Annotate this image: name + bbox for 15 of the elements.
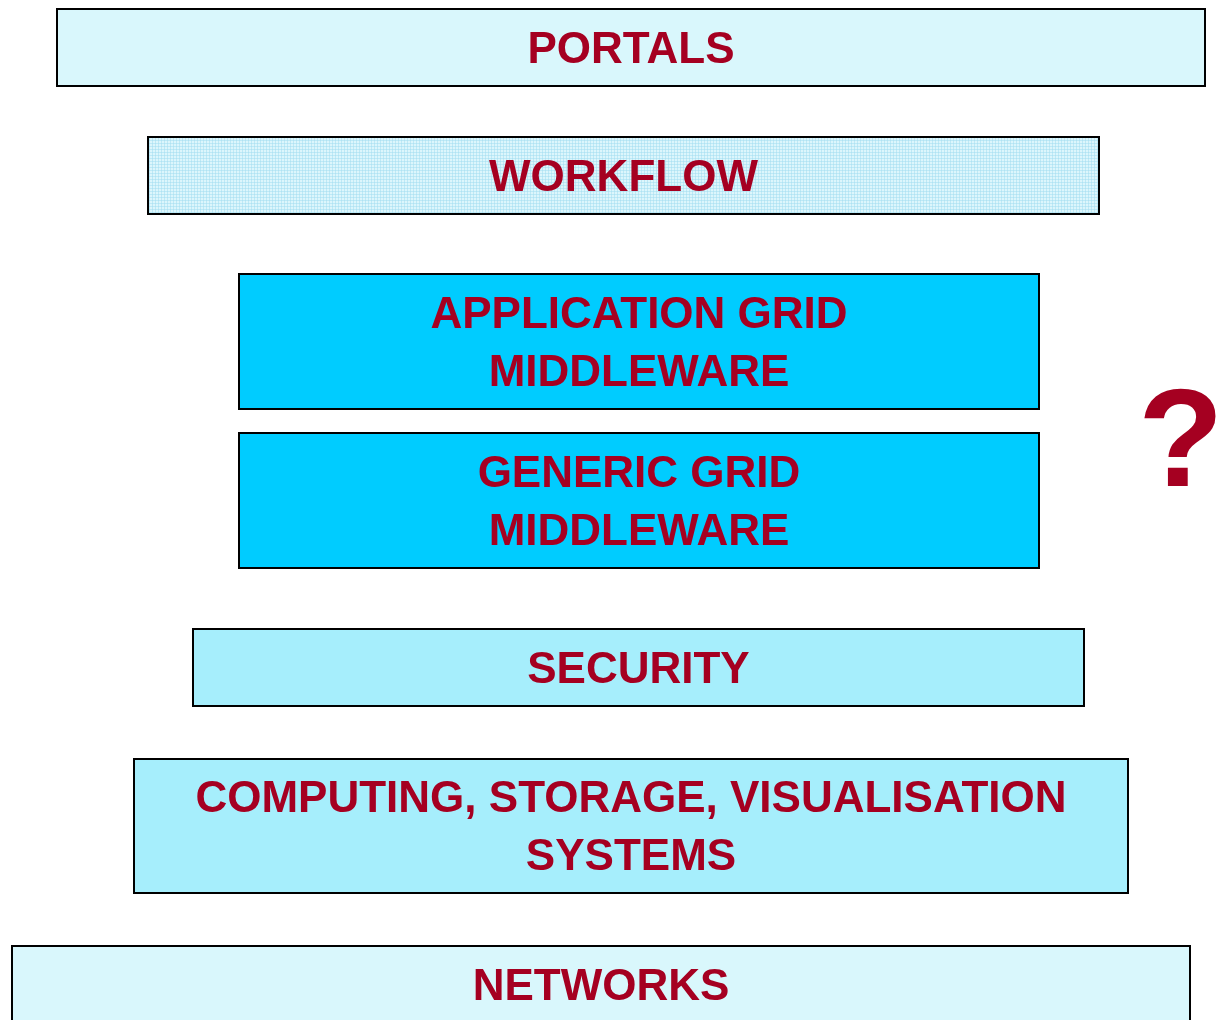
layer-label: SECURITY: [527, 641, 750, 694]
layer-label: PORTALS: [527, 21, 735, 74]
layer-box: [147, 136, 1100, 215]
layer-box: [56, 8, 1206, 87]
layer-box: [11, 945, 1191, 1020]
layer-box: [238, 273, 1040, 410]
layer-label: WORKFLOW: [489, 149, 758, 202]
layer-label: GENERIC GRID MIDDLEWARE: [476, 445, 802, 556]
layer-label: APPLICATION GRID MIDDLEWARE: [429, 286, 849, 397]
layer-label: COMPUTING, STORAGE, VISUALISATION SYSTEMS: [194, 771, 1068, 881]
layer-box: [238, 432, 1040, 569]
question-mark: ?: [1138, 368, 1221, 508]
layer-box: [192, 628, 1085, 707]
layer-box: [133, 758, 1129, 894]
layer-label: NETWORKS: [472, 959, 730, 1011]
